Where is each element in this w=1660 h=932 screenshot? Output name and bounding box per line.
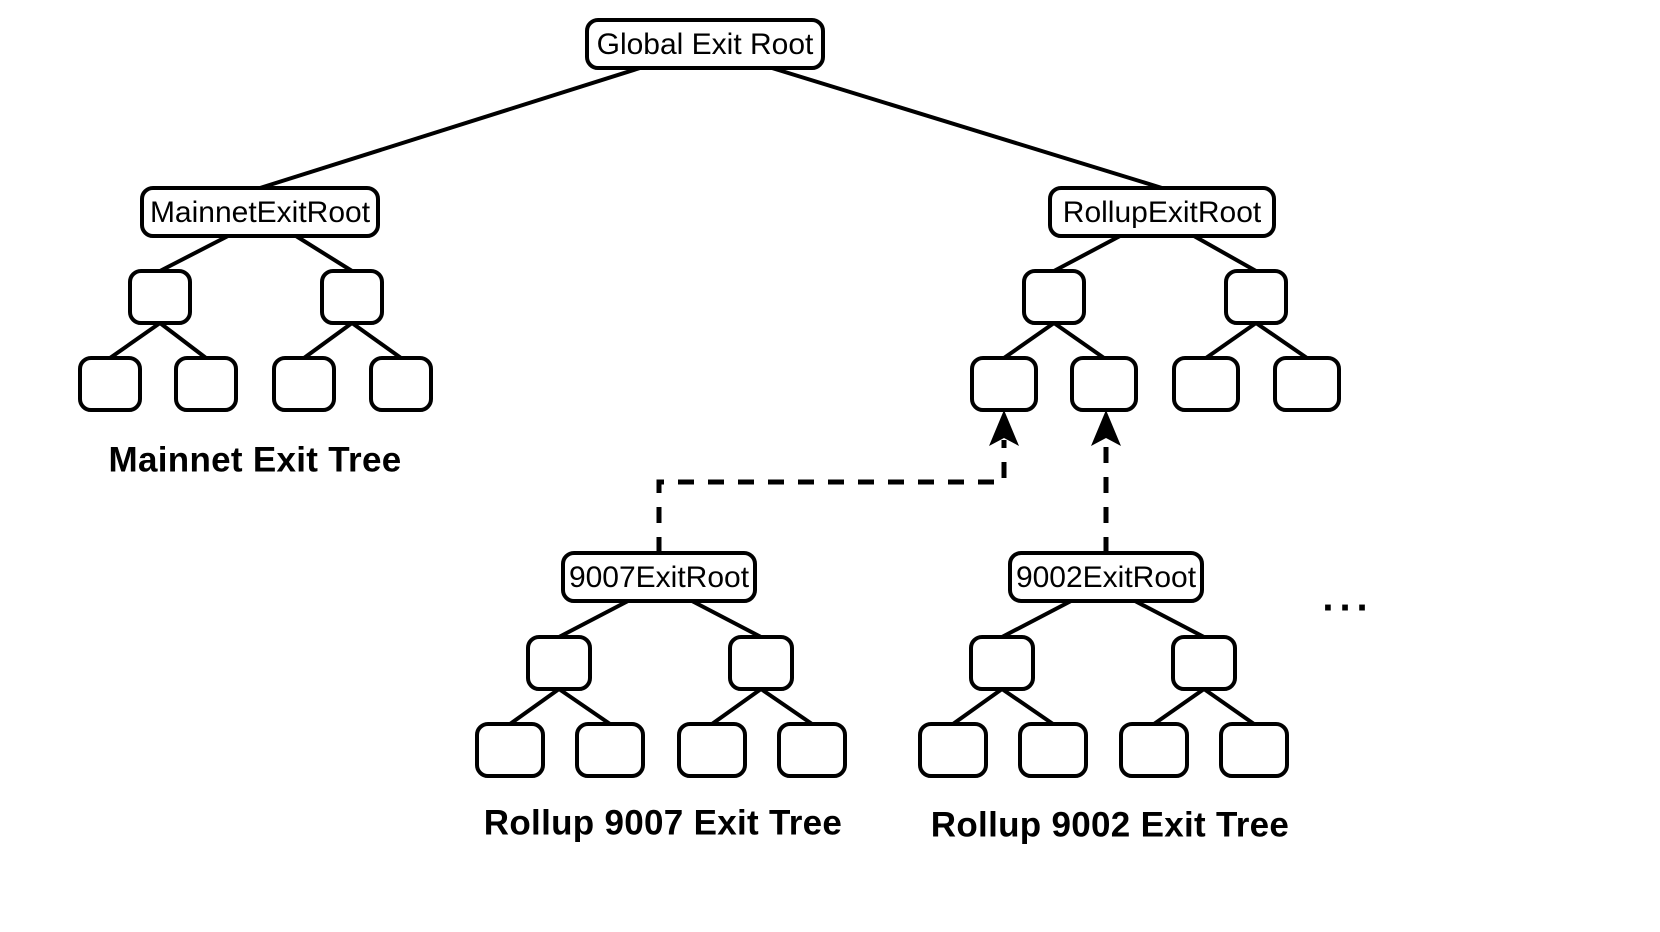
node-mainnet-leaf-1 [78,356,142,412]
edge-9002-inner-right-to-leaf-3 [1152,687,1206,726]
edge-9002-inner-right-to-leaf-4 [1202,687,1256,726]
edge-global-to-rollup [771,66,1163,190]
node-9002-leaf-4 [1219,722,1289,778]
edge-9002-inner-left-to-leaf-2 [1000,687,1055,726]
edge-9007-to-inner-right [691,599,762,639]
rollup-9002-exit-root-label: 9002ExitRoot [1016,561,1197,594]
mainnet-exit-root-box [140,186,380,238]
node-rollup-leaf-2 [1070,356,1138,412]
node-mainnet-exit-root: MainnetExitRoot [140,186,380,238]
edge-mainnet-inner-right-to-leaf-3 [302,321,354,360]
arrowhead-9007 [989,410,1019,446]
edge-rollup-inner-left-to-leaf-1 [1002,321,1056,360]
tree-edges-global [259,66,1163,190]
edge-9002-to-inner-right [1134,599,1205,639]
node-9007-leaf-1 [475,722,545,778]
rollup-exit-root-box [1048,186,1276,238]
node-9002-leaf-2 [1018,722,1088,778]
dashed-link-9002 [1091,410,1121,553]
node-rollup-leaf-1 [970,356,1038,412]
tree-edges-rollup [1002,234,1309,360]
node-mainnet-leaf-3 [272,356,336,412]
node-rollup-leaf-3 [1172,356,1240,412]
node-9002-leaf-3 [1119,722,1189,778]
rollup-9002-exit-root-box [1008,551,1204,603]
edge-9002-to-inner-left [1001,599,1072,639]
node-rollup-9002-exit-root: 9002ExitRoot [1008,551,1204,603]
unlabeled-node-boxes [78,269,1341,778]
node-9007-leaf-3 [677,722,747,778]
node-rollup-exit-root: RollupExitRoot [1048,186,1276,238]
dashed-path-9007-to-rollup-leaf-1 [656,440,1007,553]
edge-rollup-to-inner-left [1053,234,1121,273]
dashed-link-9007 [656,410,1019,553]
node-9002-inner-left [969,635,1035,691]
tree-edges-mainnet [108,234,403,360]
rollup-9002-tree-caption: Rollup 9002 Exit Tree [931,805,1289,844]
node-rollup-inner-right [1224,269,1288,325]
node-9007-leaf-2 [575,722,645,778]
edge-9007-inner-left-to-leaf-1 [508,687,561,726]
rollup-9007-exit-root-label: 9007ExitRoot [569,561,750,594]
edge-mainnet-to-inner-left [159,234,229,273]
edge-mainnet-inner-left-to-leaf-1 [108,321,162,360]
mainnet-tree-caption: Mainnet Exit Tree [109,440,402,479]
global-exit-root-box [585,18,825,70]
node-mainnet-leaf-4 [369,356,433,412]
edge-rollup-to-inner-right [1193,234,1257,273]
edge-rollup-inner-left-to-leaf-2 [1052,321,1106,360]
arrowhead-9002 [1091,410,1121,446]
node-rollup-inner-left [1022,269,1086,325]
node-mainnet-inner-right [320,269,384,325]
edge-global-to-mainnet [259,66,641,190]
more-rollups-ellipsis: ... [1322,576,1373,620]
rollup-9007-exit-root-box [561,551,757,603]
tree-edges-rollup-9007 [508,599,814,726]
tree-edges-rollup-9002 [951,599,1256,726]
node-9002-inner-right [1171,635,1237,691]
edge-9007-inner-left-to-leaf-2 [557,687,612,726]
edge-9007-inner-right-to-leaf-3 [710,687,763,726]
edge-mainnet-to-inner-right [294,234,354,273]
node-rollup-9007-exit-root: 9007ExitRoot [561,551,757,603]
rollup-9007-tree-caption: Rollup 9007 Exit Tree [484,803,842,842]
global-exit-root-label: Global Exit Root [597,28,814,61]
edge-9007-inner-right-to-leaf-4 [759,687,814,726]
node-9007-leaf-4 [777,722,847,778]
node-mainnet-inner-left [128,269,192,325]
node-9002-leaf-1 [918,722,988,778]
node-mainnet-leaf-2 [174,356,238,412]
edge-mainnet-inner-left-to-leaf-2 [158,321,208,360]
rollup-exit-root-label: RollupExitRoot [1063,196,1262,229]
mainnet-exit-root-label: MainnetExitRoot [150,196,371,229]
edge-9002-inner-left-to-leaf-1 [951,687,1004,726]
node-rollup-leaf-4 [1273,356,1341,412]
edge-mainnet-inner-right-to-leaf-4 [350,321,403,360]
node-global-exit-root: Global Exit Root [585,18,825,70]
node-9007-inner-left [526,635,592,691]
node-9007-inner-right [728,635,794,691]
edge-rollup-inner-right-to-leaf-4 [1254,321,1309,360]
edge-rollup-inner-right-to-leaf-3 [1204,321,1258,360]
edge-9007-to-inner-left [558,599,629,639]
